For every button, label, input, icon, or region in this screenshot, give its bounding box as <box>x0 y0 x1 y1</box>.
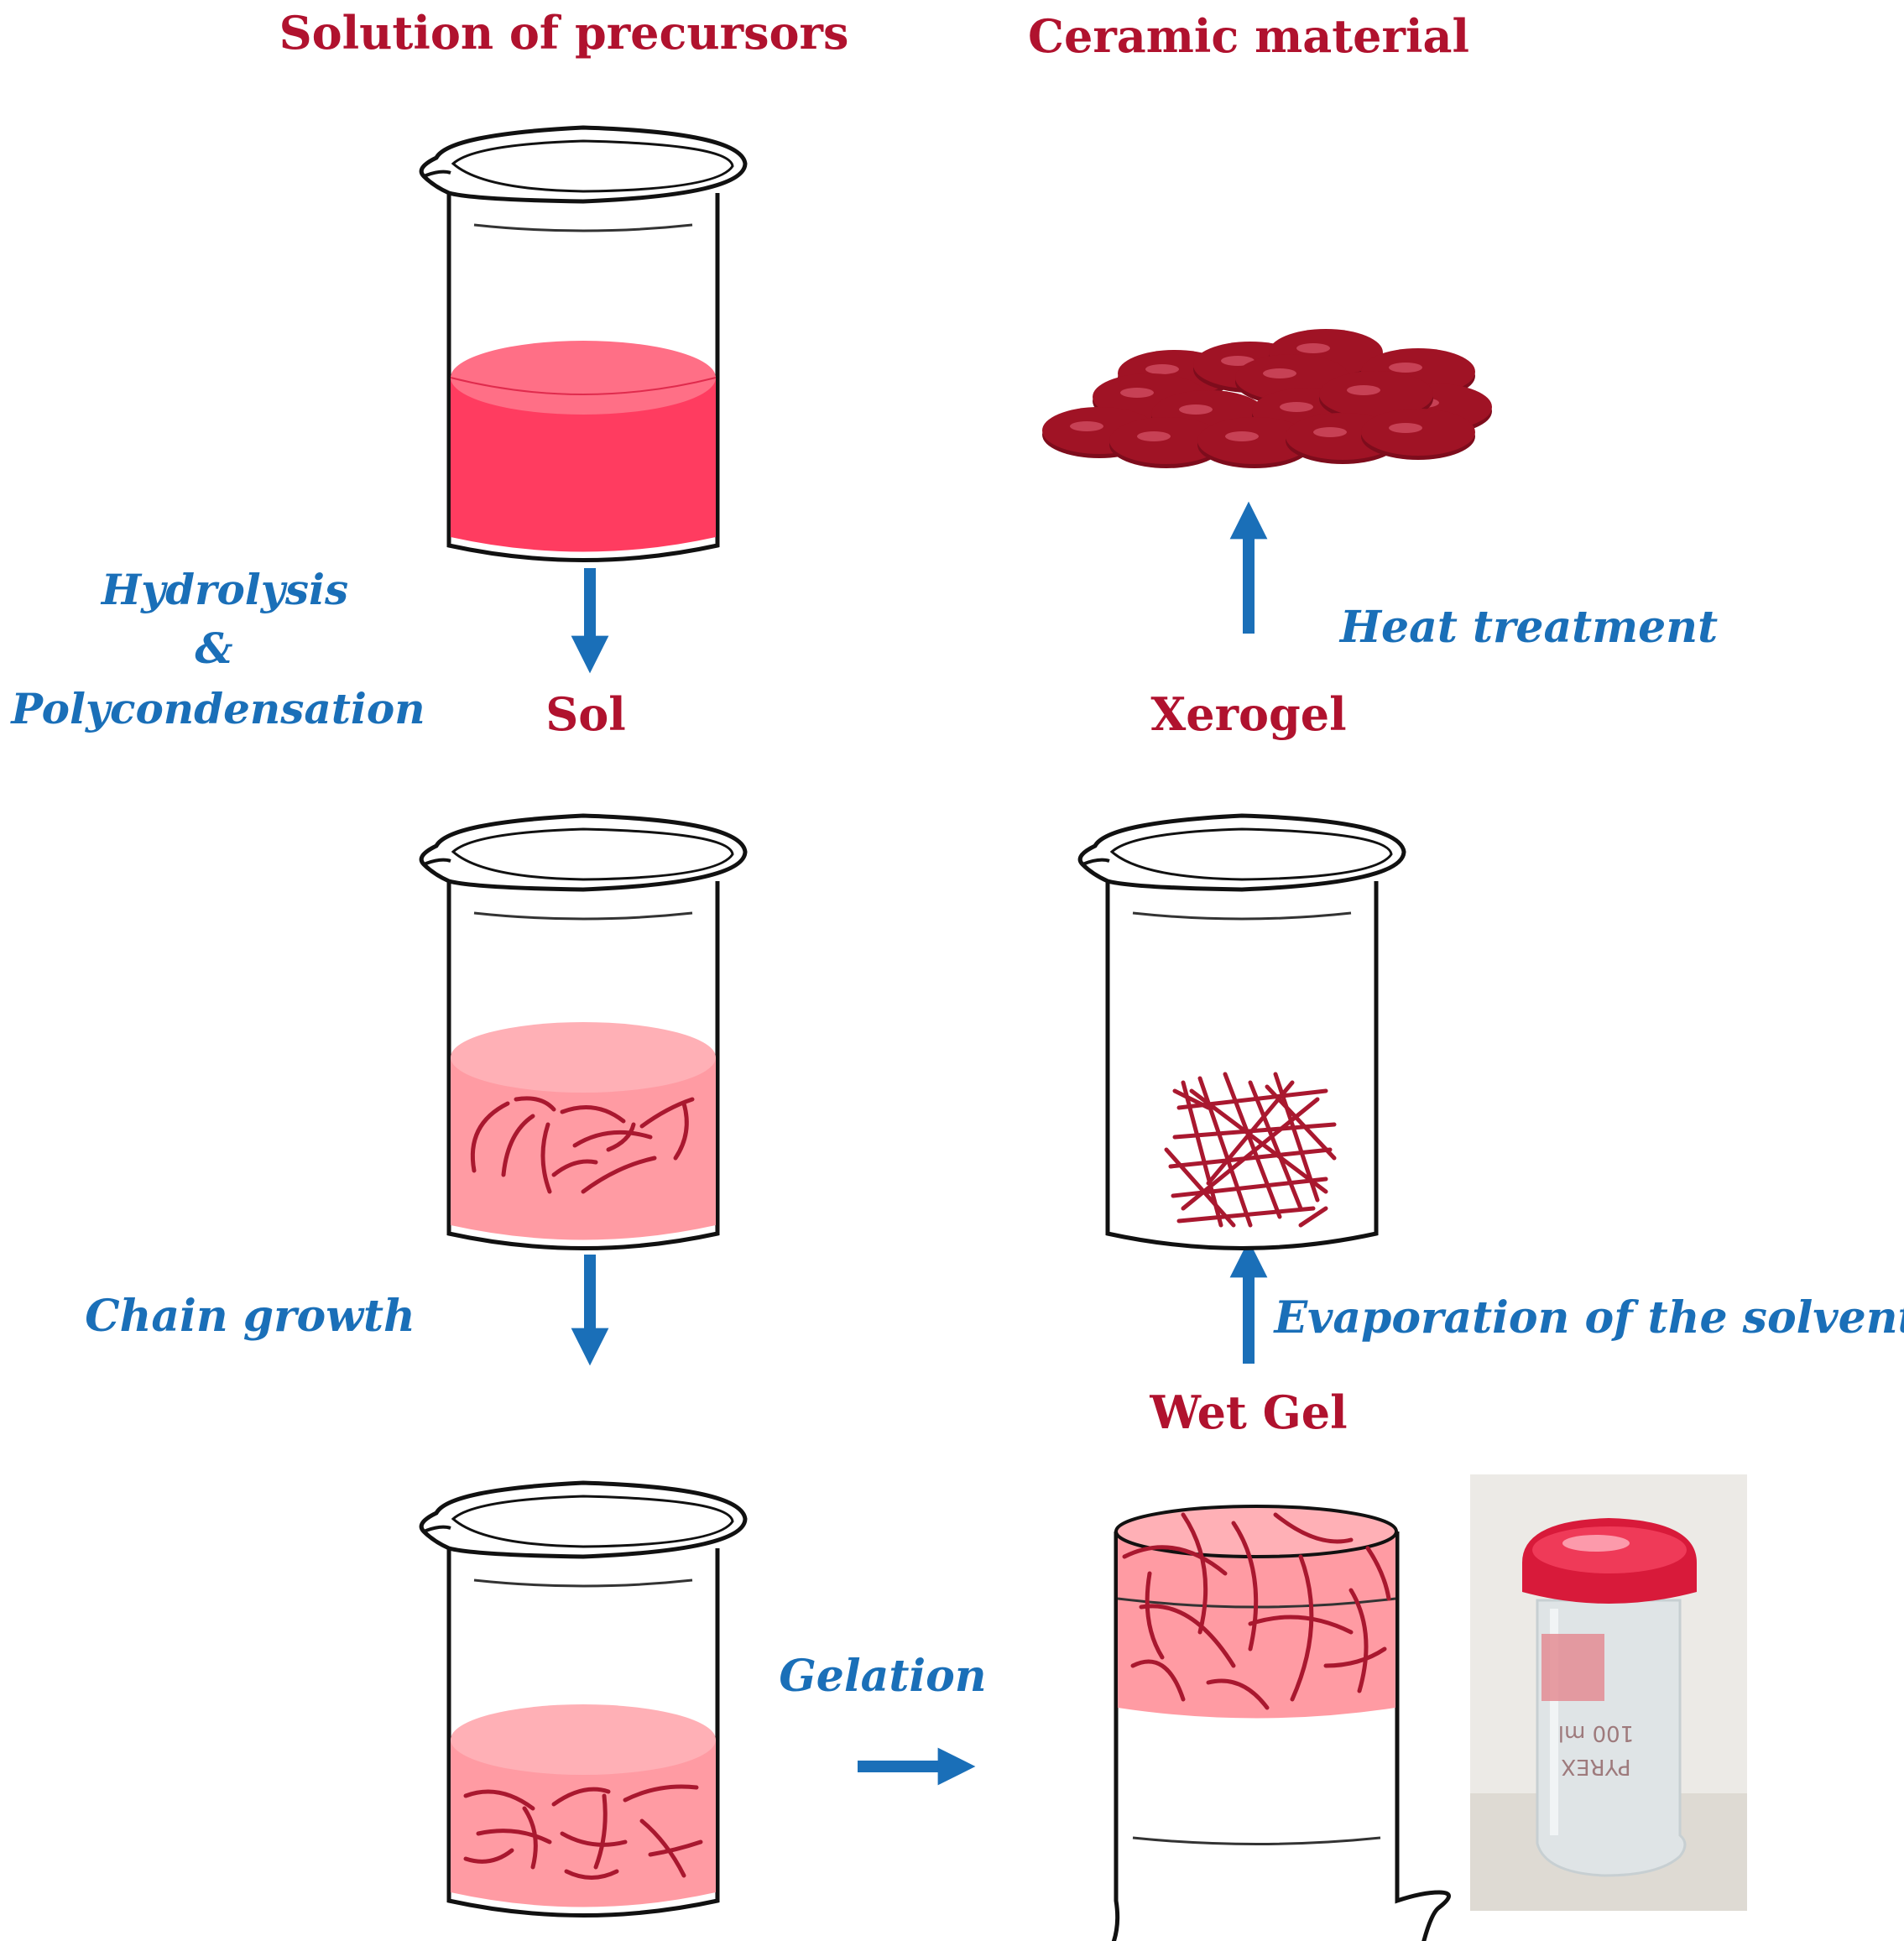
ceramic-material-label: Ceramic material <box>1028 9 1469 63</box>
sol-label: Sol <box>545 687 626 741</box>
ampersand-label: & <box>195 624 232 673</box>
grown-chains <box>463 1784 703 1880</box>
sol-liquid <box>451 1022 716 1240</box>
solution-of-precursors-label: Solution of precursors <box>279 6 849 60</box>
photo-label-capacity: 100 ml <box>1558 1720 1634 1745</box>
xerogel-label: Xerogel <box>1150 687 1346 741</box>
chain-liquid <box>451 1704 716 1907</box>
heat-treatment-label: Heat treatment <box>1338 602 1718 653</box>
xerogel-network <box>1164 1072 1337 1228</box>
evaporation-label: Evaporation of the solvent <box>1272 1292 1904 1344</box>
chain-growth-label: Chain growth <box>85 1291 415 1342</box>
beaker-sol <box>421 816 745 1249</box>
gelation-label: Gelation <box>779 1651 986 1702</box>
wet-gel-network <box>1122 1512 1391 1710</box>
solution-liquid <box>450 341 717 552</box>
wet-gel-photo: 100 ml PYREX <box>1470 1474 1747 1911</box>
ceramic-disc <box>1197 417 1312 468</box>
photo-label-brand: PYREX <box>1561 1754 1630 1779</box>
wet-gel-label: Wet Gel <box>1149 1385 1347 1439</box>
polycondensation-label: Polycondensation <box>9 684 425 733</box>
beaker-solution <box>421 128 745 561</box>
ceramic-discs <box>1042 329 1492 468</box>
beaker-chains <box>421 1483 745 1916</box>
ceramic-disc <box>1109 417 1223 468</box>
sol-chains <box>470 1096 695 1194</box>
beaker-xerogel <box>1080 816 1404 1249</box>
ceramic-disc <box>1361 409 1475 460</box>
inverted-beaker-wet-gel <box>1111 1505 1451 1941</box>
hydrolysis-label: Hydrolysis <box>100 565 348 614</box>
